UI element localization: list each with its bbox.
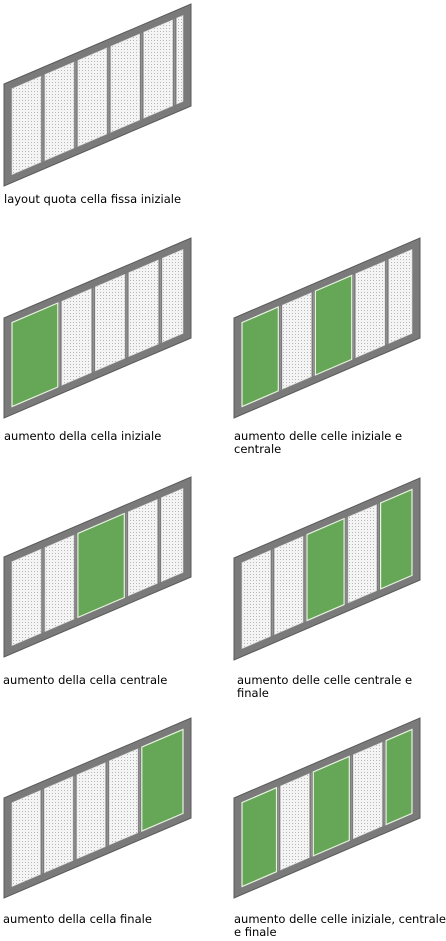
glass-cell [44, 61, 75, 161]
curtain-wall-panel [3, 3, 192, 187]
enlarged-cell [312, 755, 350, 857]
glass-cell [176, 14, 184, 105]
glass-cell [128, 259, 159, 358]
glass-cell [95, 273, 126, 372]
glass-cell [61, 288, 92, 386]
glass-cell [355, 260, 386, 359]
curtain-wall-panel [233, 717, 421, 899]
glass-cell [11, 789, 41, 888]
caption-final-cell: aumento della cella finale [3, 912, 152, 926]
glass-cell [76, 762, 106, 860]
enlarged-cell [11, 302, 59, 408]
glass-cell [128, 498, 158, 597]
enlarged-cell [241, 305, 279, 408]
glass-cell [161, 487, 184, 583]
glass-cell [347, 504, 377, 604]
caption-initial-cell: aumento della cella iniziale [4, 429, 162, 443]
glass-cell [281, 292, 312, 390]
enlarged-cell [385, 728, 413, 826]
glass-cell [11, 75, 42, 176]
enlarged-cell [77, 512, 125, 619]
enlarged-cell [306, 517, 345, 622]
caption-fixed-initial-layout: layout quota cella fissa iniziale [4, 192, 182, 206]
glass-cell [44, 534, 75, 632]
glass-cell [274, 535, 304, 636]
glass-cell [44, 776, 74, 874]
caption-central-and-final-cells: aumento delle celle centrale e finale [237, 673, 413, 700]
glass-cell [110, 33, 140, 133]
enlarged-cell [380, 488, 413, 590]
glass-cell [143, 19, 173, 119]
glass-cell [241, 549, 271, 650]
enlarged-cell [314, 274, 353, 376]
glass-cell [11, 548, 42, 647]
caption-central-cell: aumento della cella centrale [3, 673, 168, 687]
curtain-wall-panel [3, 476, 192, 658]
curtain-wall-panel [3, 237, 192, 419]
curtain-wall-panel [233, 237, 421, 419]
panels-layer [3, 3, 421, 899]
glass-cell [352, 741, 383, 840]
glass-cell [109, 748, 139, 846]
glass-cell [388, 248, 413, 344]
glass-cell [162, 248, 184, 343]
enlarged-cell [241, 786, 278, 888]
caption-initial-and-central-cells: aumento delle celle iniziale e centrale [234, 429, 403, 456]
curtain-wall-panel [3, 717, 192, 899]
glass-cell [280, 773, 310, 871]
curtain-wall-panel [233, 477, 421, 661]
caption-initial-central-final-cells: aumento delle celle iniziale, centrale e… [234, 912, 446, 939]
glass-cell [77, 47, 108, 147]
enlarged-cell [141, 728, 184, 833]
